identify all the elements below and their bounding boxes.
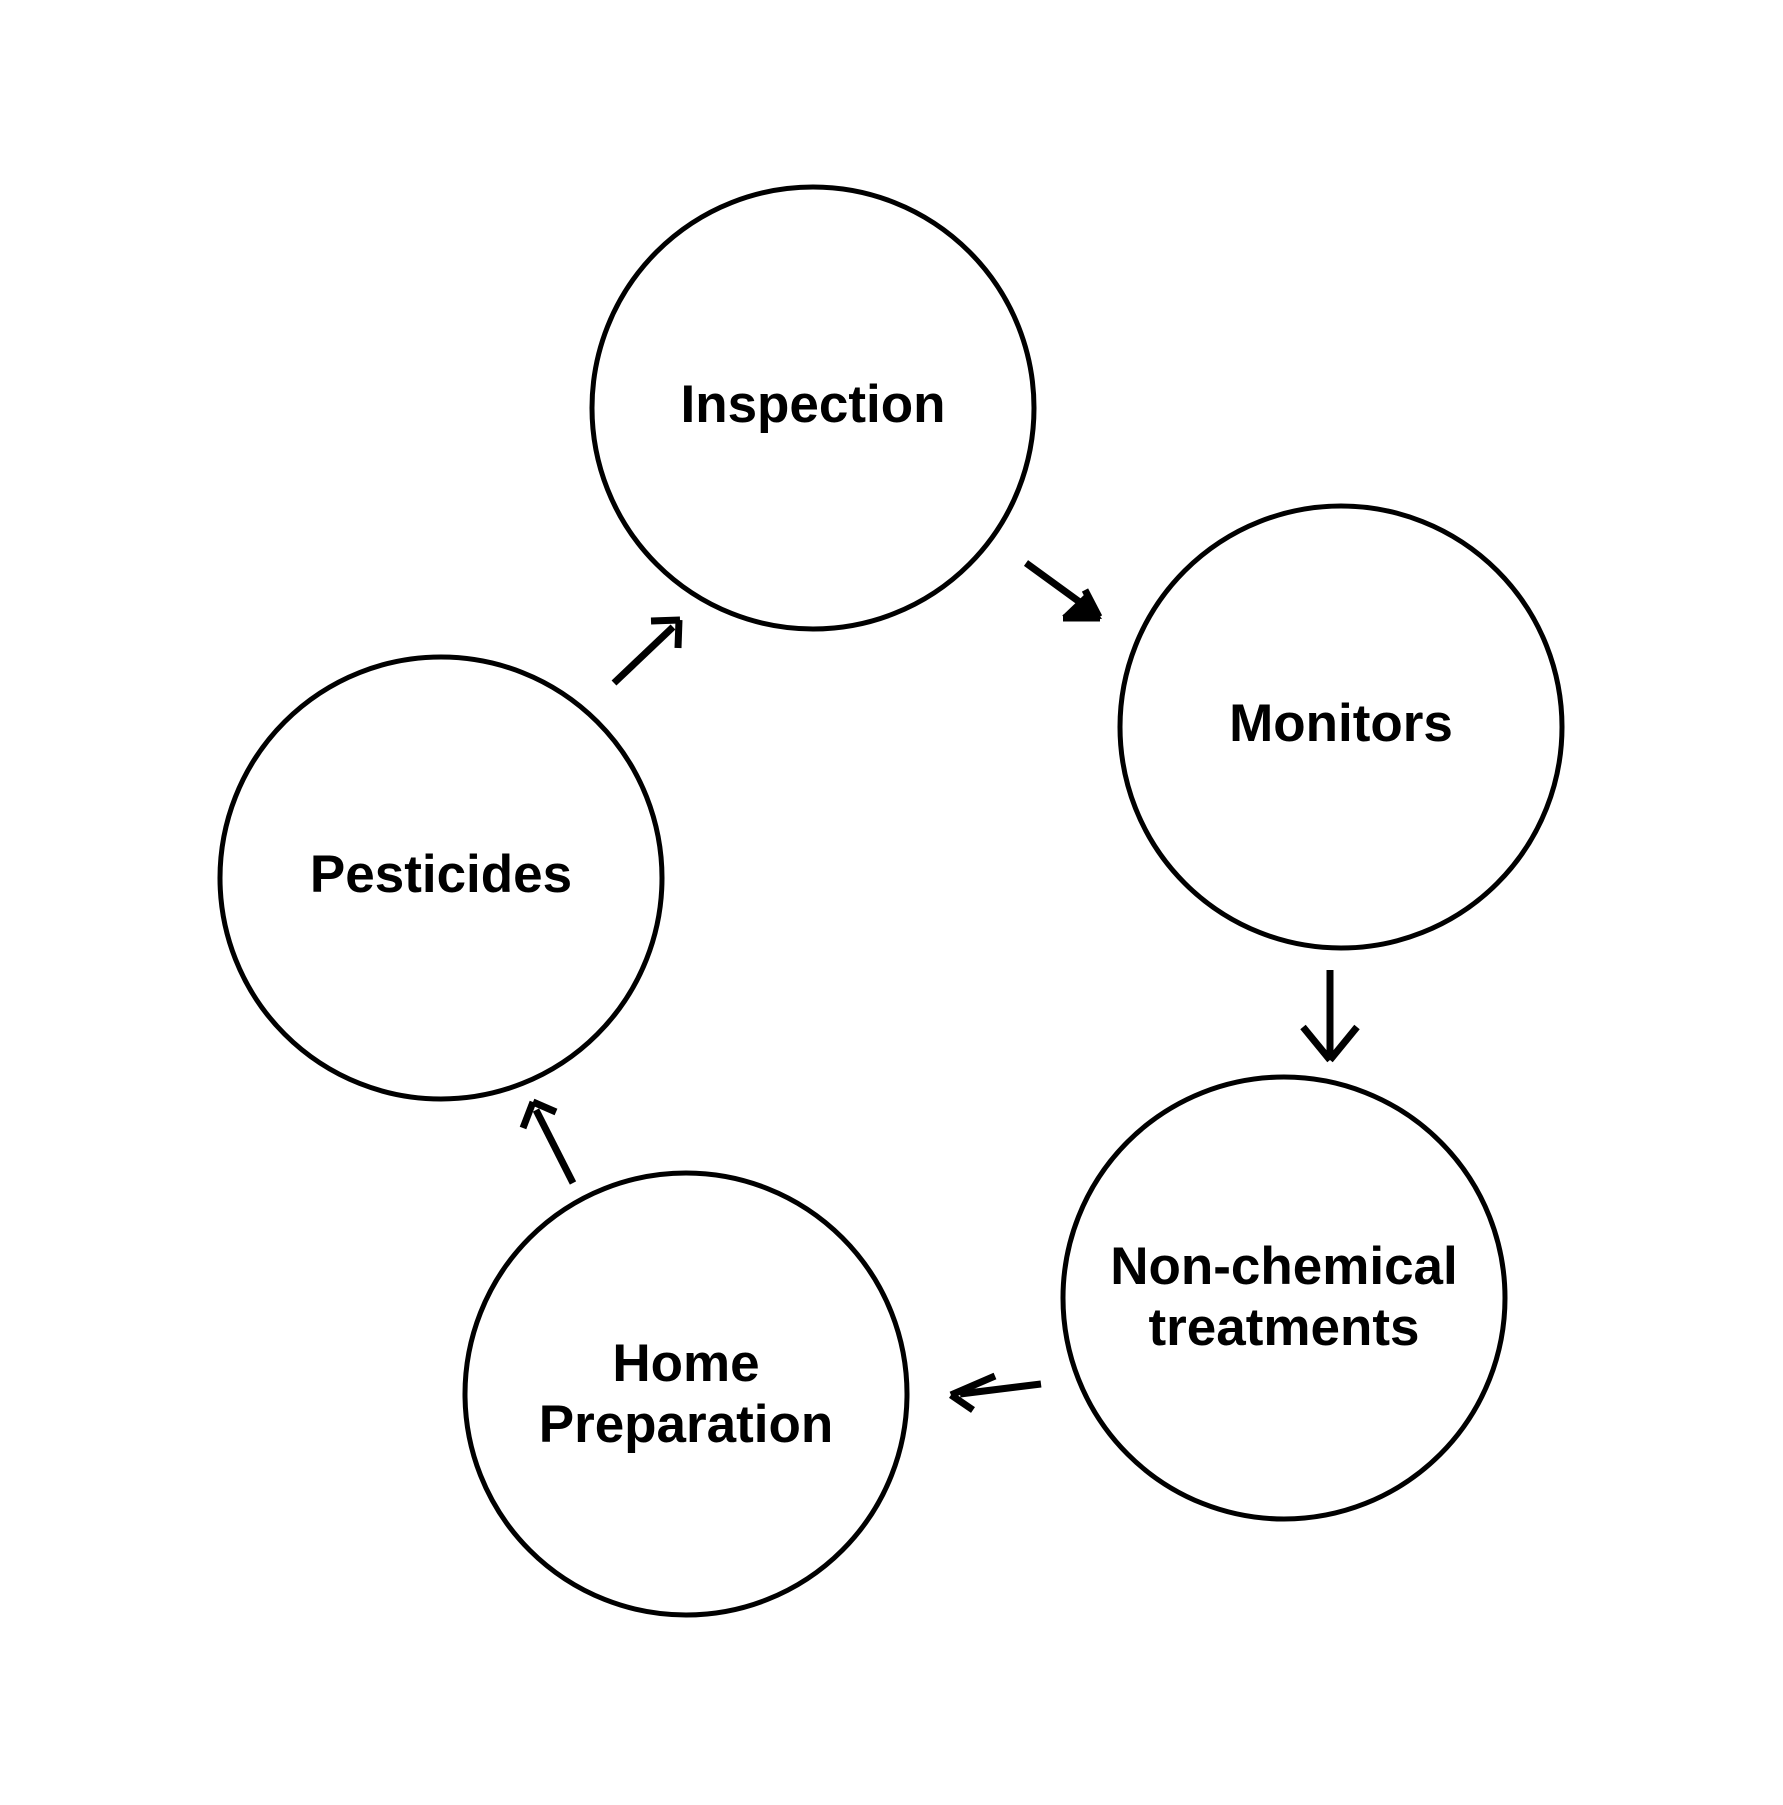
arrowhead-barb-b-inspection-to-monitors xyxy=(1081,588,1103,619)
arrowhead-barb-b-pesticides-to-inspection xyxy=(674,619,683,649)
node-monitors[interactable]: Monitors xyxy=(1117,503,1565,951)
node-circle-non-chemical-treatments[interactable] xyxy=(1060,1074,1508,1522)
node-circle-monitors[interactable] xyxy=(1117,503,1565,951)
node-label-monitors: Monitors xyxy=(1229,694,1453,753)
node-circle-inspection[interactable] xyxy=(589,184,1037,632)
node-label-home-preparation-line-2: Preparation xyxy=(539,1395,834,1454)
node-inspection[interactable]: Inspection xyxy=(589,184,1037,632)
edge-home-preparation-to-pesticides xyxy=(519,1098,577,1185)
node-label-pesticides: Pesticides xyxy=(310,845,572,904)
node-label-non-chemical-treatments-line-1: Non-chemical xyxy=(1110,1237,1458,1296)
edge-inspection-to-monitors xyxy=(1023,560,1103,622)
edge-line-pesticides-to-inspection xyxy=(611,624,676,686)
node-label-inspection: Inspection xyxy=(680,375,945,434)
arrowhead-barb-b-home-preparation-to-pesticides xyxy=(531,1098,558,1116)
arrowhead-barb-a-non-chemical-treatments-to-home-preparation xyxy=(949,1372,997,1399)
arrowhead-barb-b-non-chemical-treatments-to-home-preparation xyxy=(949,1392,975,1413)
node-circle-pesticides[interactable] xyxy=(217,654,665,1102)
node-home-preparation[interactable]: Home Preparation xyxy=(462,1170,910,1618)
edge-monitors-to-non-chemical-treatments xyxy=(1300,970,1360,1063)
node-pesticides[interactable]: Pesticides xyxy=(217,654,665,1102)
edge-line-home-preparation-to-pesticides xyxy=(532,1108,577,1185)
edge-non-chemical-treatments-to-home-preparation xyxy=(949,1372,1042,1413)
node-non-chemical-treatments[interactable]: Non-chemical treatments xyxy=(1060,1074,1508,1522)
node-circle-home-preparation[interactable] xyxy=(462,1170,910,1618)
edge-line-non-chemical-treatments-to-home-preparation xyxy=(959,1380,1042,1398)
arrowhead-barb-a-monitors-to-non-chemical-treatments xyxy=(1300,1024,1333,1063)
node-label-non-chemical-treatments-line-2: treatments xyxy=(1149,1298,1420,1357)
arrowhead-barb-a-pesticides-to-inspection xyxy=(650,616,681,625)
arrowhead-barb-b-monitors-to-non-chemical-treatments xyxy=(1327,1024,1360,1063)
arrowhead-inspection-to-monitors xyxy=(1062,594,1102,619)
node-label-home-preparation-line-1: Home xyxy=(612,1334,759,1393)
edge-pesticides-to-inspection xyxy=(611,616,683,686)
arrowhead-barb-a-home-preparation-to-pesticides xyxy=(519,1100,537,1130)
